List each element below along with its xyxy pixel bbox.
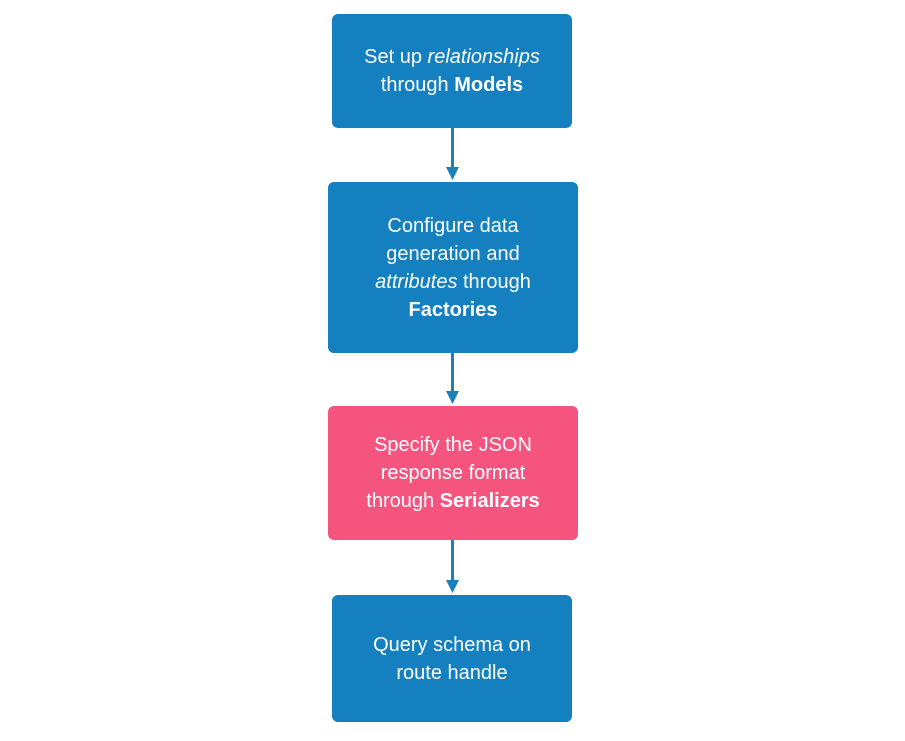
arrow-models-to-factories: [445, 128, 459, 180]
arrow-factories-to-serializers: [445, 353, 459, 404]
arrow-serializers-to-route: [445, 540, 459, 593]
